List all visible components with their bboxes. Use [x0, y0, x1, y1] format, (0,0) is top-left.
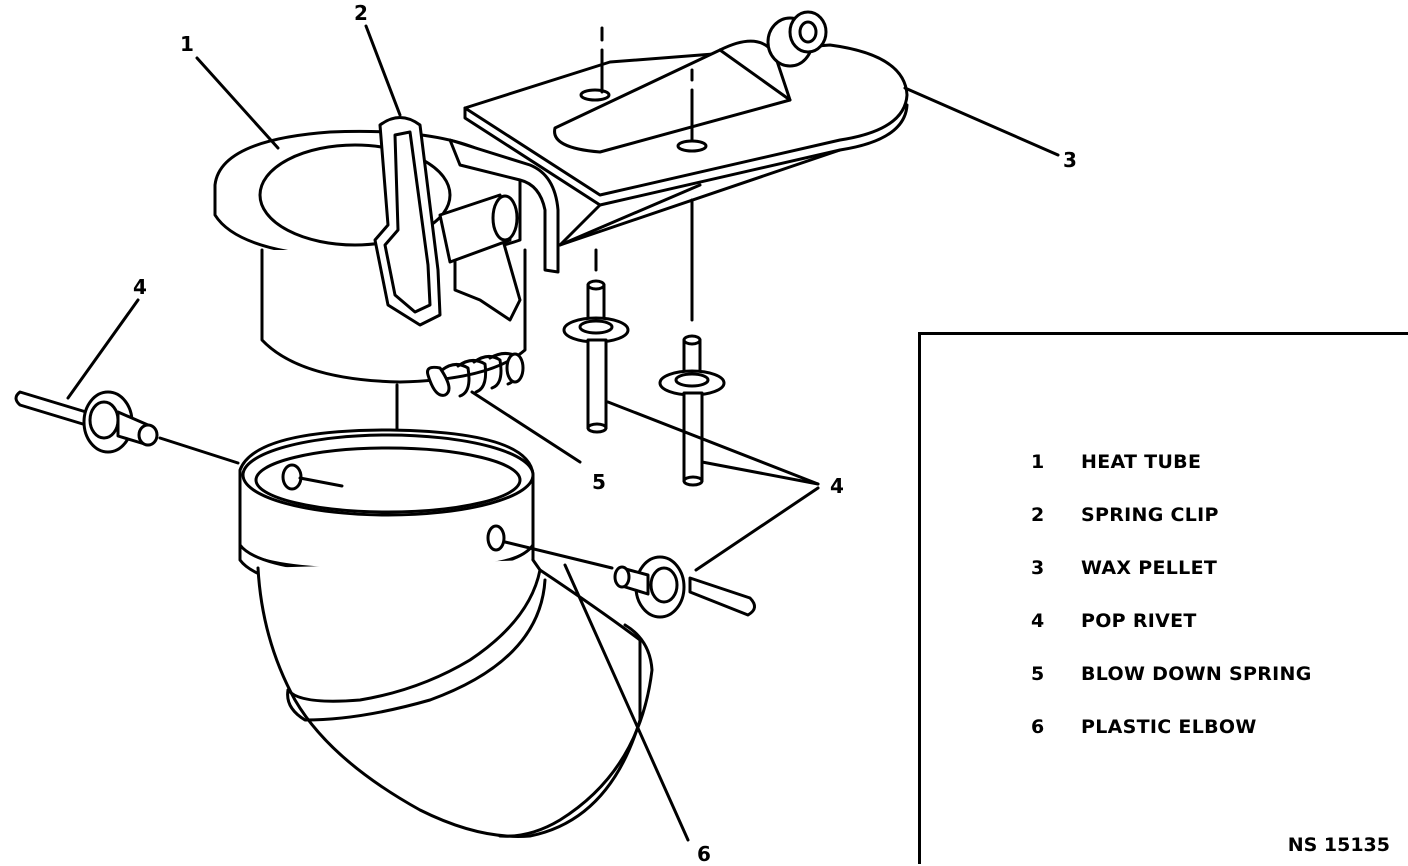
- pop-rivet-right: [613, 555, 756, 619]
- legend-number: 3: [1031, 557, 1045, 579]
- callout-6: 6: [697, 842, 711, 866]
- callout-4-left: 4: [133, 275, 147, 299]
- legend-label: POP RIVET: [1081, 610, 1197, 632]
- pop-rivet-center-b: [658, 334, 726, 487]
- legend-number: 1: [1031, 451, 1045, 473]
- legend-label: BLOW DOWN SPRING: [1081, 663, 1312, 685]
- heat-tube-part: [213, 116, 560, 502]
- legend-label: WAX PELLET: [1081, 557, 1218, 579]
- callout-4-right: 4: [830, 474, 844, 498]
- legend-number: 5: [1031, 663, 1045, 685]
- blow-down-spring-part: [426, 351, 582, 464]
- parts-legend: 1 HEAT TUBE 2 SPRING CLIP 3 WAX PELLET 4…: [918, 332, 1408, 864]
- callout-3: 3: [1063, 148, 1077, 172]
- legend-number: 4: [1031, 610, 1045, 632]
- figure-id: NS 15135: [1287, 834, 1390, 856]
- leader-lines: [66, 24, 1060, 842]
- callout-1: 1: [180, 32, 194, 56]
- plastic-elbow-part: [238, 428, 654, 838]
- callout-2: 2: [354, 1, 368, 25]
- pop-rivet-center-a: [562, 279, 630, 434]
- legend-number: 6: [1031, 716, 1045, 738]
- pop-rivet-left: [14, 390, 240, 465]
- wax-pellet-part: [463, 10, 909, 322]
- legend-number: 2: [1031, 504, 1045, 526]
- legend-label: PLASTIC ELBOW: [1081, 716, 1257, 738]
- callout-5: 5: [592, 470, 606, 494]
- legend-label: SPRING CLIP: [1081, 504, 1219, 526]
- legend-label: HEAT TUBE: [1081, 451, 1202, 473]
